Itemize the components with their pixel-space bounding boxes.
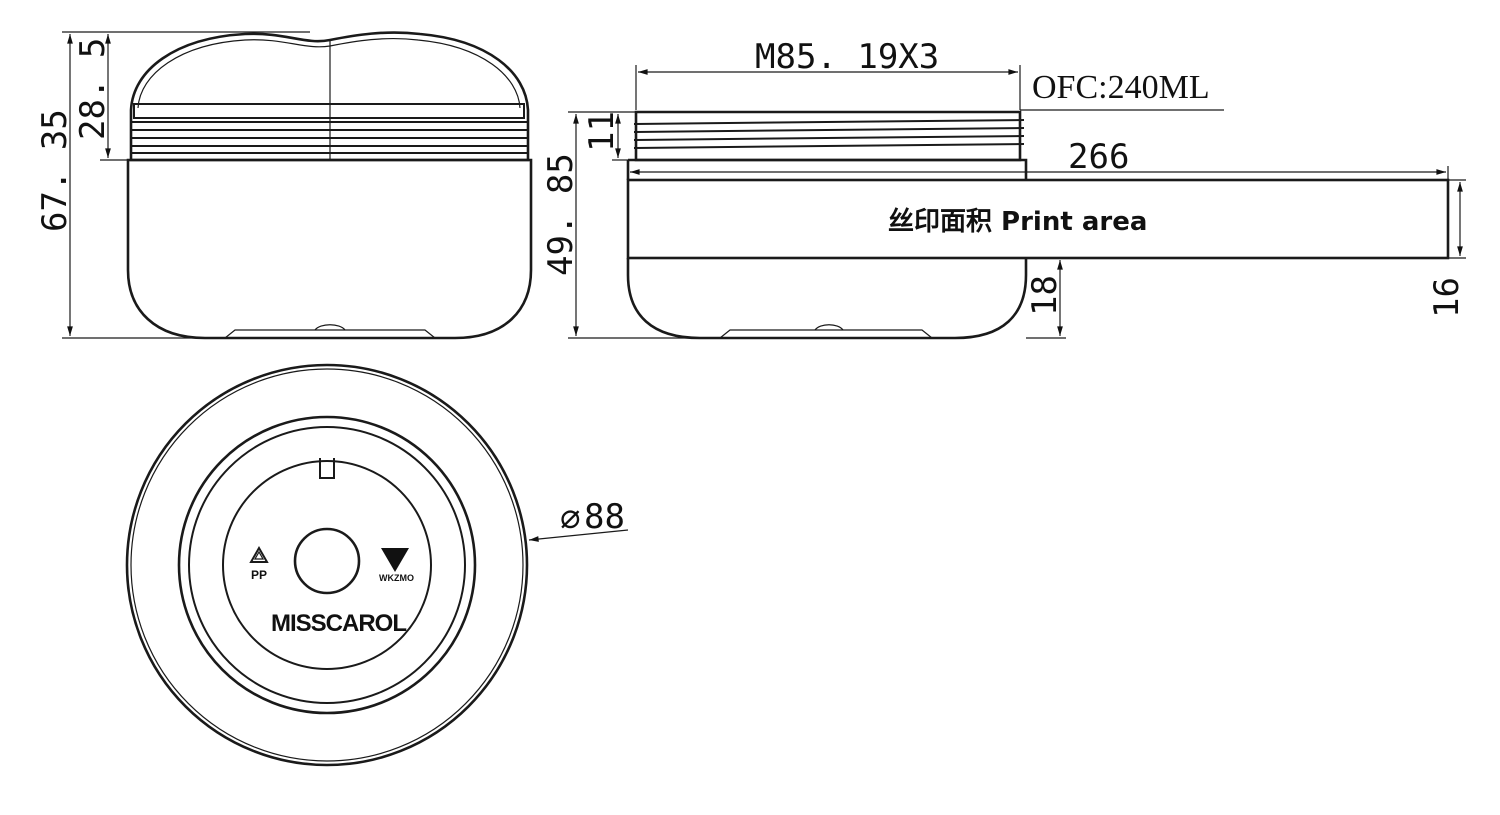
dim-thread-height: 11	[582, 111, 622, 152]
brand-mark: MISSCAROL	[271, 610, 406, 637]
recycle-icon: PP	[249, 545, 269, 582]
bottom-view: PP WKZMO MISSCAROL ⌀ 88	[125, 363, 629, 767]
dim-cap-height: 28. 5	[73, 38, 113, 140]
jar-body	[126, 158, 533, 340]
print-area-label: 丝印面积 Print area	[888, 207, 1147, 237]
dim-print-width: 266	[1068, 137, 1129, 177]
outer-rim	[125, 363, 529, 767]
cap-liner	[133, 103, 525, 119]
dim-body-height: 49. 85	[541, 153, 581, 276]
maker-mark: WKZMO	[379, 573, 414, 583]
side-view: 丝印面积 Print area M85. 19X3 OFC:240ML 11 4…	[541, 37, 1467, 340]
maker-logo-icon: WKZMO	[379, 548, 414, 583]
dim-print-height: 16	[1427, 277, 1467, 318]
front-view: 67. 35 28. 5	[35, 31, 533, 340]
side-jar-body	[626, 258, 1028, 340]
dim-print-bottom: 18	[1025, 275, 1065, 316]
diameter-symbol: ⌀	[560, 499, 580, 539]
dim-thread-spec: M85. 19X3	[755, 37, 939, 77]
neck-threads	[633, 119, 1025, 149]
cap-outline	[129, 31, 530, 162]
label-ring	[222, 460, 432, 670]
material-code: PP	[251, 568, 267, 582]
dim-capacity: OFC:240ML	[1032, 69, 1210, 106]
dim-diameter: 88	[584, 497, 625, 537]
print-area	[626, 178, 1450, 260]
gate-circle	[293, 527, 361, 595]
dim-total-height: 67. 35	[35, 109, 75, 232]
foot-ring	[177, 415, 477, 715]
